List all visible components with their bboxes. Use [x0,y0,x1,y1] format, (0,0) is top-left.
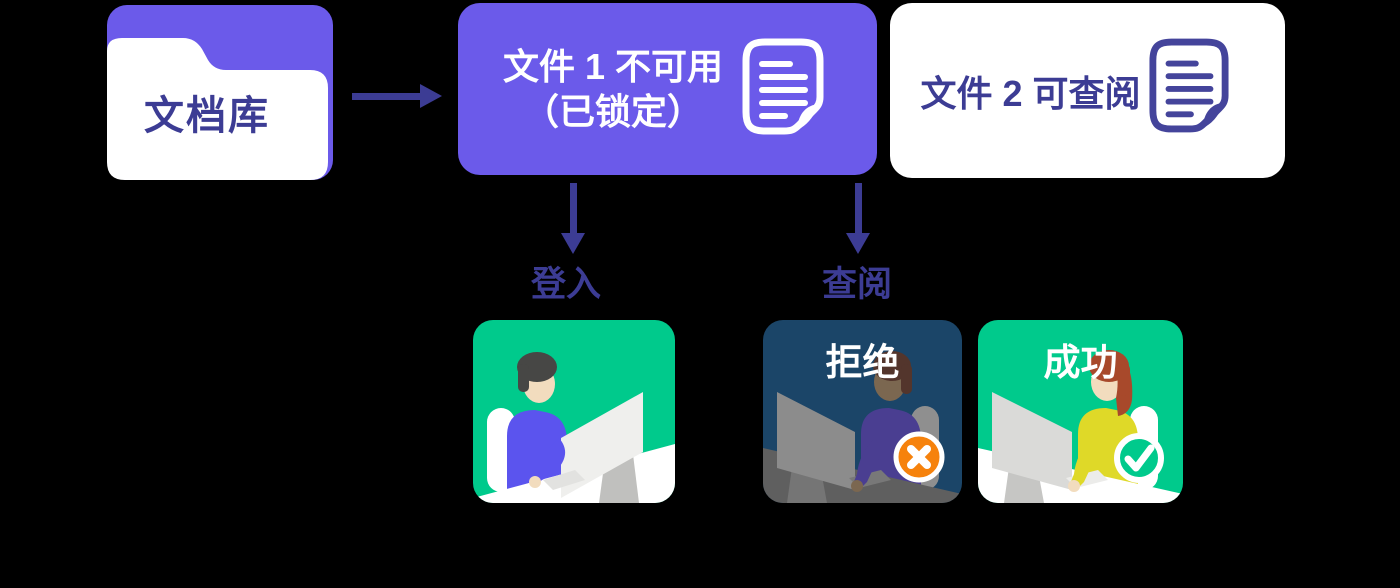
folder-icon [107,5,333,180]
file2-card: 文件 2 可查阅 [890,3,1285,178]
flow-arrow-right-icon [352,93,422,100]
arrow-down-login-icon [570,183,577,235]
folder-label: 文档库 [144,94,270,138]
reject-title: 拒绝 [825,342,900,383]
arrow-down-login-head-icon [561,233,585,254]
x-badge-icon [893,431,945,483]
file2-document-icon [1149,38,1229,133]
arrow-down-review-head-icon [846,233,870,254]
login-scene-tile [473,320,675,503]
file1-title: 文件 1 不可用 （已锁定） [458,3,768,175]
success-title: 成功 [1043,342,1118,383]
file2-title: 文件 2 可查阅 [920,72,1141,114]
success-tile: 成功 [978,320,1183,503]
reject-tile: 拒绝 [763,320,962,503]
arrow-down-review-icon [855,183,862,235]
file1-card: 文件 1 不可用 （已锁定） [458,3,877,175]
file1-title-line2: （已锁定） [522,91,703,132]
document-library-folder: 文档库 [107,5,333,180]
login-label: 登入 [530,265,601,304]
flow-arrow-right-head-icon [420,84,442,108]
file1-document-icon [742,38,824,135]
check-badge-icon [1114,433,1164,483]
person-at-computer-illustration [473,352,675,503]
file1-title-line1: 文件 1 不可用 [502,46,724,87]
review-label: 查阅 [821,265,892,304]
